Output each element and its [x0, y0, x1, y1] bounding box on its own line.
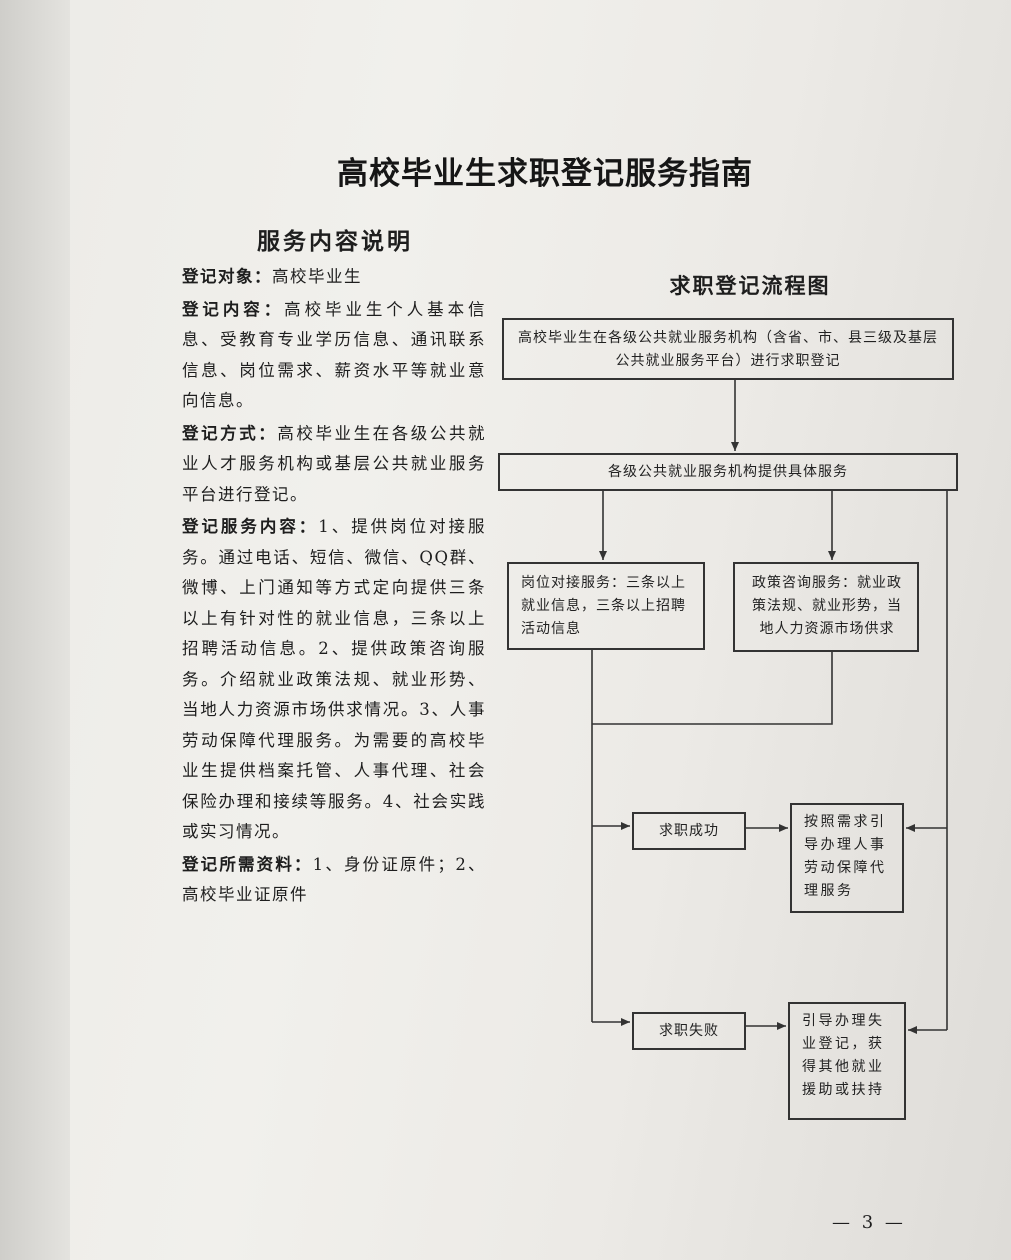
item-label: 登记服务内容：	[182, 517, 319, 536]
item-label: 登记对象：	[182, 267, 272, 286]
connector-policy-merge	[592, 652, 833, 725]
node-failure-action: 引导办理失业登记，获得其他就业援助或扶持	[788, 1002, 906, 1120]
item-label: 登记方式：	[182, 423, 278, 443]
node-policy-consult: 政策咨询服务：就业政策法规、就业形势，当地人力资源市场供求	[733, 562, 919, 652]
document-title: 高校毕业生求职登记服务指南	[337, 156, 753, 192]
node-success-action: 按照需求引导办理人事劳动保障代理服务	[790, 803, 904, 913]
item-text: 高校毕业生	[272, 267, 362, 286]
page-number: — 3 —	[832, 1212, 906, 1233]
node-success: 求职成功	[632, 812, 746, 850]
flowchart-title: 求职登记流程图	[669, 273, 831, 298]
item-services: 登记服务内容：1、提供岗位对接服务。通过电话、短信、微信、QQ群、微博、上门通知…	[182, 512, 486, 848]
node-register: 高校毕业生在各级公共就业服务机构（含省、市、县三级及基层公共就业服务平台）进行求…	[502, 318, 954, 380]
node-job-matching: 岗位对接服务：三条以上就业信息，三条以上招聘活动信息	[507, 562, 705, 650]
item-label: 登记所需资料：	[182, 854, 313, 874]
item-label: 登记内容：	[182, 299, 285, 319]
item-materials: 登记所需资料：1、身份证原件；2、高校毕业证原件	[182, 850, 486, 911]
node-services: 各级公共就业服务机构提供具体服务	[498, 453, 958, 491]
item-text: 1、身份证原件；2、高校毕业证原件	[182, 854, 487, 905]
book-spine-shadow	[0, 0, 70, 1260]
node-failure: 求职失败	[632, 1012, 746, 1050]
section-heading: 服务内容说明	[257, 228, 413, 255]
service-description: 登记对象：高校毕业生 登记内容：高校毕业生个人基本信息、受教育专业学历信息、通讯…	[182, 262, 486, 913]
item-content: 登记内容：高校毕业生个人基本信息、受教育专业学历信息、通讯联系信息、岗位需求、薪…	[182, 295, 486, 417]
item-text: 高校毕业生个人基本信息、受教育专业学历信息、通讯联系信息、岗位需求、薪资水平等就…	[182, 299, 487, 411]
item-method: 登记方式：高校毕业生在各级公共就业人才服务机构或基层公共就业服务平台进行登记。	[182, 419, 486, 511]
item-target: 登记对象：高校毕业生	[182, 262, 486, 293]
item-text: 高校毕业生在各级公共就业人才服务机构或基层公共就业服务平台进行登记。	[182, 423, 487, 504]
item-text: 1、提供岗位对接服务。通过电话、短信、微信、QQ群、微博、上门通知等方式定向提供…	[182, 517, 487, 841]
